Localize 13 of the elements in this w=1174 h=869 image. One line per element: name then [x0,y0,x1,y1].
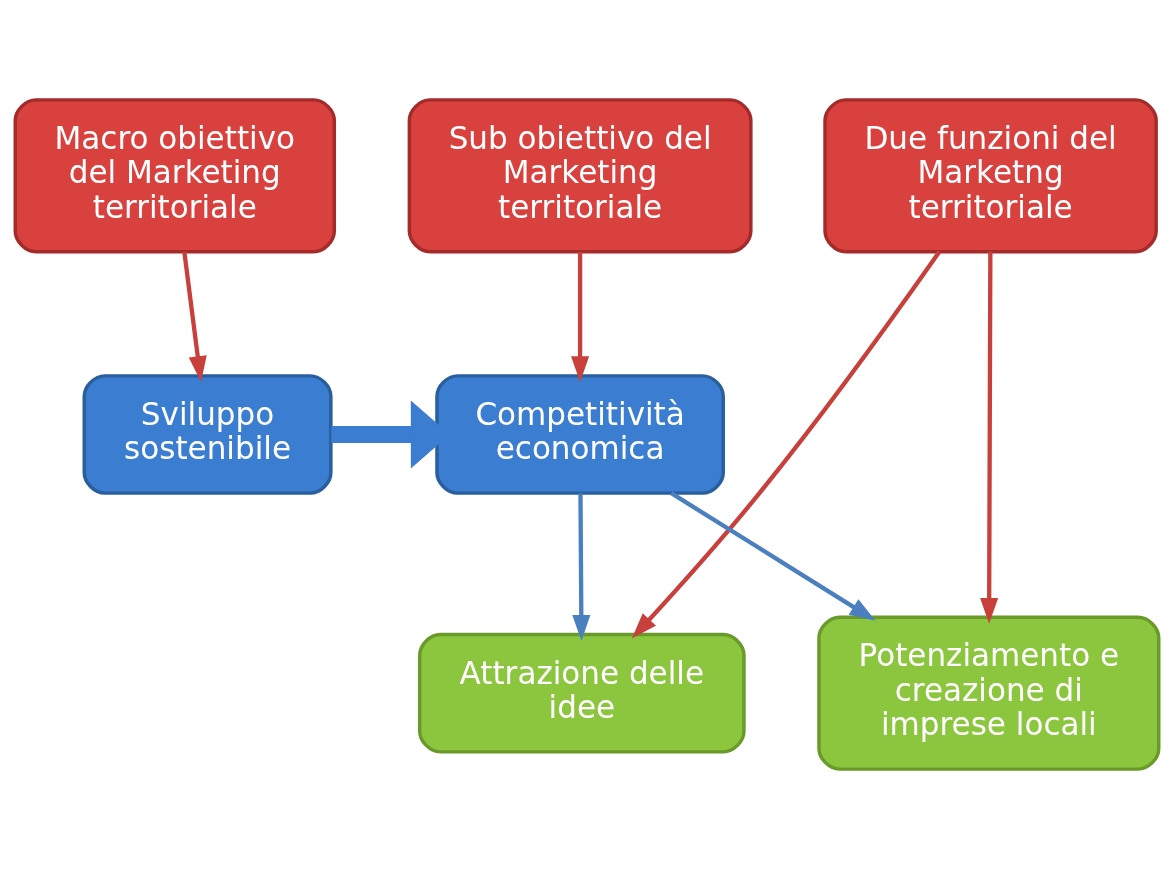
arrow [182,251,207,383]
node-box: Sviluppo sostenibile [82,374,333,495]
arrow [980,251,999,624]
node-box: Potenziamento e creazione di imprese locali [817,615,1161,771]
node-box: Competitività economica [435,374,725,495]
arrow [670,491,876,621]
node-box: Macro obiettivo del Marketing territoriale [13,98,337,254]
node-box: Attrazione delle idee [417,632,746,754]
node-box: Sub obiettivo del Marketing territoriale [407,98,753,254]
arrow [631,250,942,639]
arrow [571,252,590,383]
node-box: Due funzioni del Marketng territoriale [823,98,1158,254]
arrow [572,493,591,641]
